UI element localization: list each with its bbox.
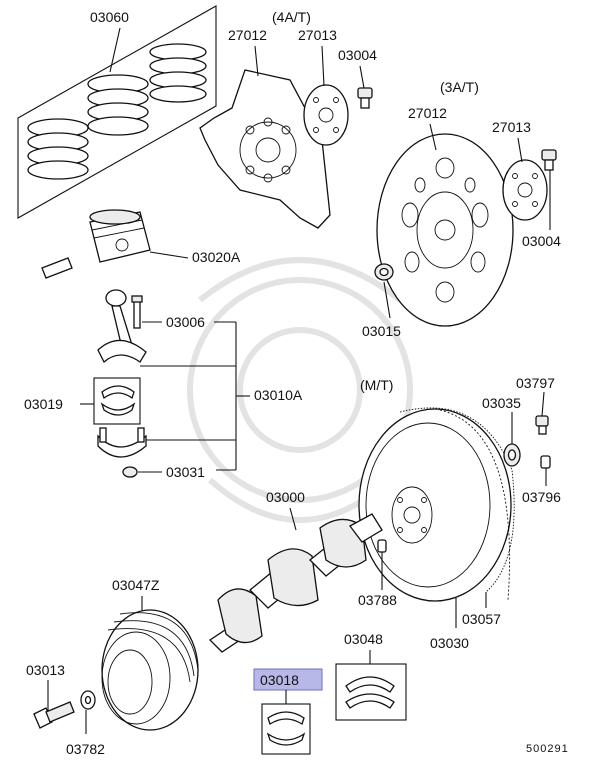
label-4at: (4A/T) [272, 9, 311, 25]
label-03015[interactable]: 03015 [362, 323, 401, 339]
label-03782[interactable]: 03782 [66, 741, 105, 757]
crankshaft-03000[interactable] [208, 507, 387, 653]
connecting-rod-cap[interactable] [97, 427, 147, 458]
label-3at: (3A/T) [440, 79, 479, 95]
label-03004-a[interactable]: 03004 [338, 47, 377, 63]
label-03018-highlight [253, 668, 323, 691]
bolt-03013[interactable] [33, 680, 75, 729]
label-03018[interactable]: 03018 [260, 672, 299, 688]
label-03004-b[interactable]: 03004 [522, 233, 561, 249]
piston-03020a[interactable] [41, 209, 189, 279]
nut-03031[interactable] [122, 466, 162, 478]
label-03788[interactable]: 03788 [358, 592, 397, 608]
bolt-03004-b[interactable] [541, 149, 557, 230]
drive-plate-4at[interactable] [199, 45, 331, 229]
label-27012-a[interactable]: 27012 [228, 27, 267, 43]
label-03035[interactable]: 03035 [482, 395, 521, 411]
diagram-id: 500291 [526, 743, 569, 755]
label-03006[interactable]: 03006 [166, 314, 205, 330]
adapter-plate-3at[interactable] [502, 137, 548, 221]
bearing-03019[interactable] [80, 377, 141, 425]
label-03796[interactable]: 03796 [522, 489, 561, 505]
pilot-bearing-03035[interactable] [503, 412, 521, 467]
piston-rings-group[interactable] [17, 5, 217, 219]
pulley-03047z[interactable] [101, 596, 199, 731]
label-03019[interactable]: 03019 [24, 396, 63, 412]
bolt-03797[interactable] [535, 391, 549, 435]
label-27012-b[interactable]: 27012 [408, 105, 447, 121]
adapter-plate-4at[interactable] [303, 45, 349, 146]
label-27013-b[interactable]: 27013 [492, 119, 531, 135]
label-03048[interactable]: 03048 [344, 631, 383, 647]
main-bearing-03018[interactable] [261, 690, 311, 755]
ring-gear-03057[interactable] [399, 407, 515, 608]
label-mt: (M/T) [360, 377, 393, 393]
bushing-03015[interactable] [374, 263, 394, 319]
label-03013[interactable]: 03013 [26, 662, 65, 678]
label-27013-a[interactable]: 27013 [298, 27, 337, 43]
label-03797[interactable]: 03797 [516, 375, 555, 391]
washer-03782[interactable] [80, 690, 96, 734]
label-03060[interactable]: 03060 [90, 9, 129, 25]
rings-box-outline [17, 5, 217, 219]
thrust-bearing-03048[interactable] [335, 650, 407, 721]
dowel-03796[interactable] [540, 455, 551, 486]
label-03000[interactable]: 03000 [266, 489, 305, 505]
bracket-03010a [140, 321, 250, 471]
bolt-03004-a[interactable] [357, 65, 373, 109]
flywheel-03030[interactable] [358, 408, 512, 628]
label-03030[interactable]: 03030 [430, 635, 469, 651]
label-03057[interactable]: 03057 [462, 611, 501, 627]
drive-plate-3at[interactable] [376, 123, 514, 327]
label-03020a[interactable]: 03020A [192, 249, 241, 265]
label-03047z[interactable]: 03047Z [112, 577, 160, 593]
label-03010a[interactable]: 03010A [254, 387, 303, 403]
connecting-rod-03010a[interactable] [97, 289, 162, 364]
label-03031[interactable]: 03031 [166, 464, 205, 480]
